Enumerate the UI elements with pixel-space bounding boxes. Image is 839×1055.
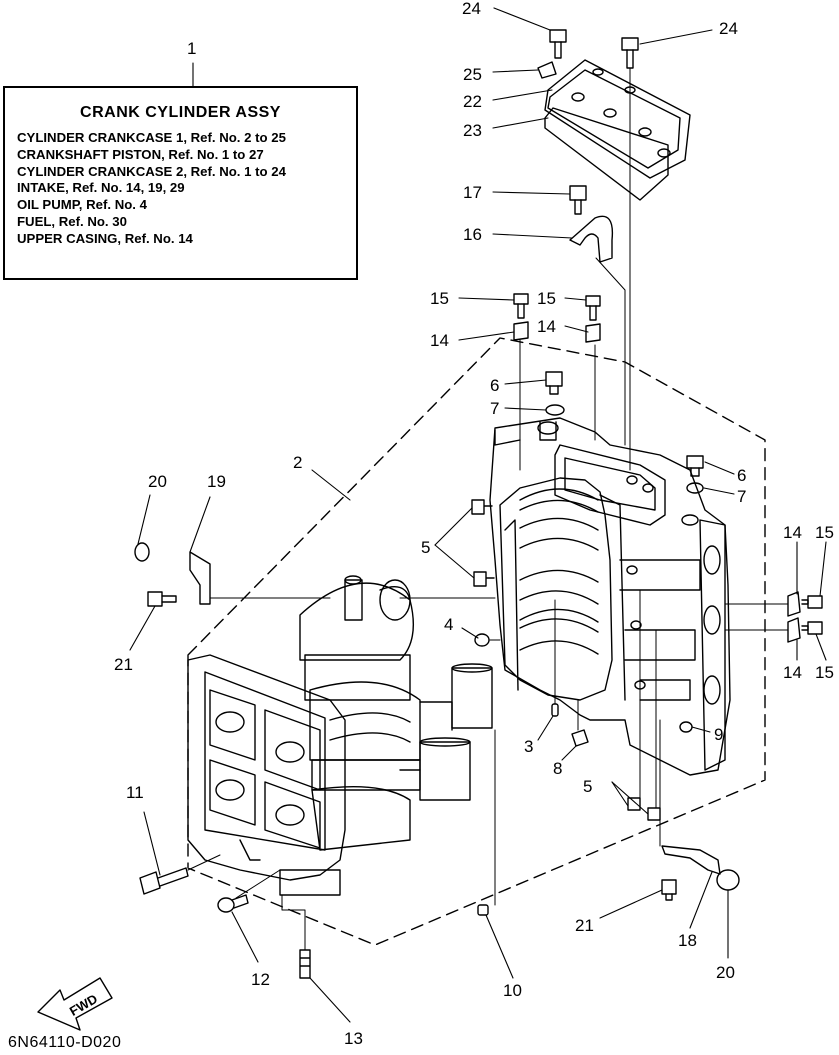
assembly-reference-line: CRANKSHAFT PISTON, Ref. No. 1 to 27: [17, 146, 264, 162]
leader-lines: [129, 7, 827, 1023]
callout-18: 18: [678, 931, 697, 950]
callout-25: 25: [463, 65, 482, 84]
bolt-11: [139, 867, 189, 895]
callout-24a: 24: [462, 0, 481, 18]
bolt-21-right: [661, 879, 677, 901]
callout-1: 1: [187, 39, 196, 58]
fitting-5-low-b: [647, 807, 661, 821]
fitting-5-low-a: [627, 797, 641, 811]
bracket-19: [189, 551, 211, 605]
clip-25: [537, 61, 557, 79]
callout-24b: 24: [719, 19, 738, 38]
clip-14-b: [585, 323, 601, 343]
screw-15-c: [801, 595, 823, 609]
assembly-reference-line: INTAKE, Ref. No. 14, 19, 29: [17, 180, 185, 196]
fwd-arrow-icon: [37, 977, 113, 1031]
pin-10: [477, 904, 489, 916]
callout-8: 8: [553, 759, 562, 778]
clip-14-a: [513, 321, 529, 341]
callout-20b: 20: [716, 963, 735, 982]
assembly-reference-line: CYLINDER CRANKCASE 1, Ref. No. 2 to 25: [17, 130, 286, 145]
clip-14-d: [787, 617, 801, 643]
stud-13: [299, 949, 311, 979]
callout-14d: 14: [783, 663, 802, 682]
assembly-guide-lines: [187, 67, 789, 951]
plug-12: [217, 894, 249, 913]
screw-15-d: [801, 621, 823, 635]
callout-21b: 21: [575, 916, 594, 935]
callout-12: 12: [251, 970, 270, 989]
bracket-18: [661, 845, 721, 875]
callout-2: 2: [293, 453, 302, 472]
callout-16: 16: [463, 225, 482, 244]
callout-5b: 5: [583, 777, 592, 796]
cylinder-block-part: [489, 417, 731, 776]
callout-6b: 6: [737, 466, 746, 485]
crankshaft-part: [299, 575, 421, 851]
callout-labels: 24 24 25 22 23 17 16 15 15 14 14 6 7 6 7…: [67, 0, 834, 1048]
callout-7b: 7: [737, 487, 746, 506]
dowel-8: [571, 729, 589, 747]
callout-9: 9: [714, 725, 723, 744]
washer-7-right: [686, 482, 704, 494]
bolt-24-right: [621, 37, 639, 69]
plug-6-right: [686, 455, 704, 477]
callout-22: 22: [463, 92, 482, 111]
screw-15-a: [513, 293, 529, 319]
callout-15c: 15: [815, 523, 834, 542]
callout-21a: 21: [114, 655, 133, 674]
plug-20-left: [134, 542, 150, 562]
assembly-legend-box: CRANK CYLINDER ASSY CYLINDER CRANKCASE 1…: [3, 86, 358, 280]
fitting-5-mid: [473, 571, 495, 587]
washer-7-top: [545, 404, 565, 416]
callout-15b: 15: [537, 289, 556, 308]
assembly-reference-line: UPPER CASING, Ref. No. 14: [17, 230, 193, 246]
callout-6a: 6: [490, 376, 499, 395]
callout-15a: 15: [430, 289, 449, 308]
callout-15d: 15: [815, 663, 834, 682]
fitting-5-upper: [471, 499, 493, 515]
crankcase-part: [187, 654, 346, 896]
plug-4: [474, 633, 490, 647]
callout-13: 13: [344, 1029, 363, 1048]
callout-3: 3: [524, 737, 533, 756]
callout-14c: 14: [783, 523, 802, 542]
assembly-title: CRANK CYLINDER ASSY: [80, 104, 281, 121]
assembly-boundary-dashed: [187, 337, 766, 946]
plug-9: [679, 721, 693, 733]
bolt-17: [569, 185, 587, 215]
clip-14-c: [787, 591, 801, 617]
callout-10: 10: [503, 981, 522, 1000]
pistons-part: [399, 663, 493, 801]
callout-20a: 20: [148, 472, 167, 491]
plug-20-right: [716, 869, 740, 891]
callout-14b: 14: [537, 317, 556, 336]
assembly-reference-line: CYLINDER CRANKCASE 2, Ref. No. 1 to 24: [17, 163, 286, 179]
callout-5a: 5: [421, 538, 430, 557]
assembly-reference-line: OIL PUMP, Ref. No. 4: [17, 197, 147, 213]
screw-15-b: [585, 295, 601, 321]
assembly-reference-list: CYLINDER CRANKCASE 1, Ref. No. 2 to 25 C…: [17, 130, 286, 248]
pin-3: [551, 703, 559, 717]
callout-4: 4: [444, 615, 453, 634]
assembly-reference-line: FUEL, Ref. No. 30: [17, 213, 127, 229]
callout-7a: 7: [490, 399, 499, 418]
callout-11: 11: [126, 783, 144, 802]
diagram-code: 6N64110-D020: [8, 1034, 122, 1051]
head-cover-part: [544, 59, 691, 201]
callout-14a: 14: [430, 331, 449, 350]
callout-23: 23: [463, 121, 482, 140]
plug-6-top: [545, 371, 563, 395]
bolt-21-left: [147, 591, 177, 607]
bracket-16: [569, 215, 614, 263]
callout-17: 17: [463, 183, 482, 202]
callout-19: 19: [207, 472, 226, 491]
bolt-24-left: [549, 29, 567, 59]
